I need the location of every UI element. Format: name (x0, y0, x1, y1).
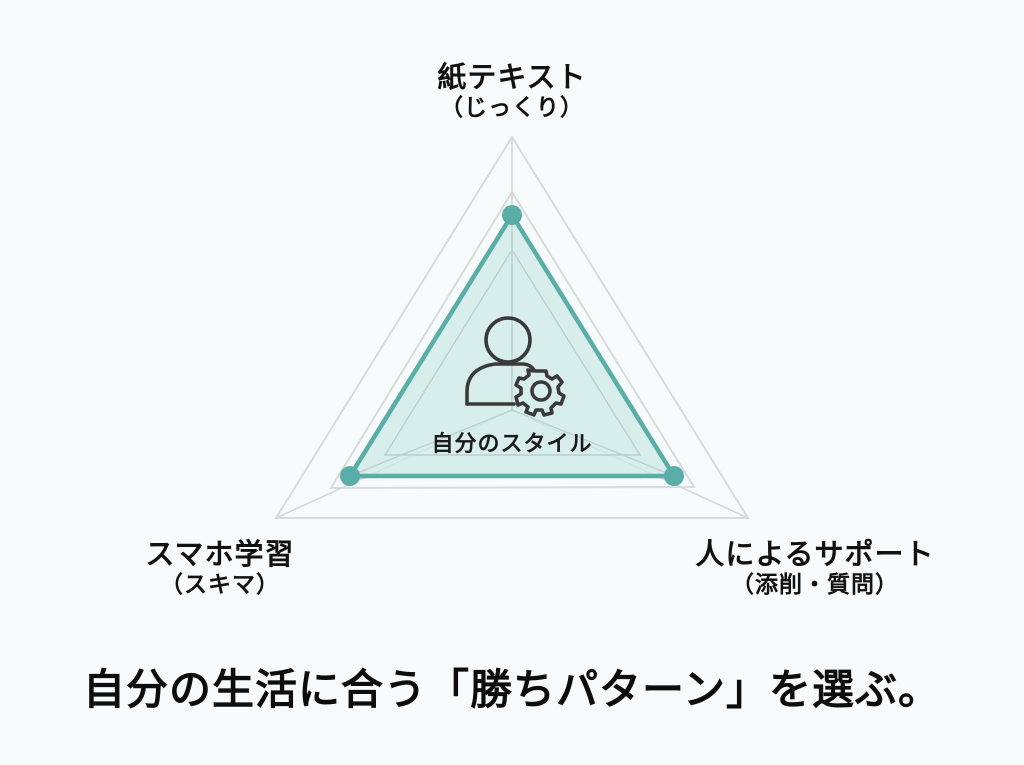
data-point-left (340, 466, 360, 486)
grid-spokes-overlay (354, 220, 670, 475)
data-point-top (502, 205, 522, 225)
headline: 自分の生活に合う「勝ちパターン」を選ぶ。 (83, 665, 941, 714)
data-point-right (664, 466, 684, 486)
axis-left-subtitle: （スキマ） (160, 571, 280, 598)
axis-label-top: 紙テキスト （じっくり） (362, 60, 662, 122)
axis-right-title: 人によるサポート (695, 537, 935, 571)
user-gear-icon (465, 316, 566, 417)
style-outline (347, 212, 677, 479)
axis-label-left: スマホ学習 （スキマ） (90, 537, 350, 599)
axis-right-subtitle: （添削・質問） (731, 571, 899, 598)
grid-inner-overlay (383, 248, 642, 456)
axis-label-right: 人によるサポート （添削・質問） (650, 537, 980, 599)
center-label: 自分のスタイル (431, 432, 593, 457)
grid-outer (274, 135, 750, 519)
axis-left-title: スマホ学習 (145, 537, 295, 571)
axis-top-subtitle: （じっくり） (440, 94, 584, 121)
grid-middle (329, 190, 696, 490)
axis-top-title: 紙テキスト (437, 60, 587, 94)
